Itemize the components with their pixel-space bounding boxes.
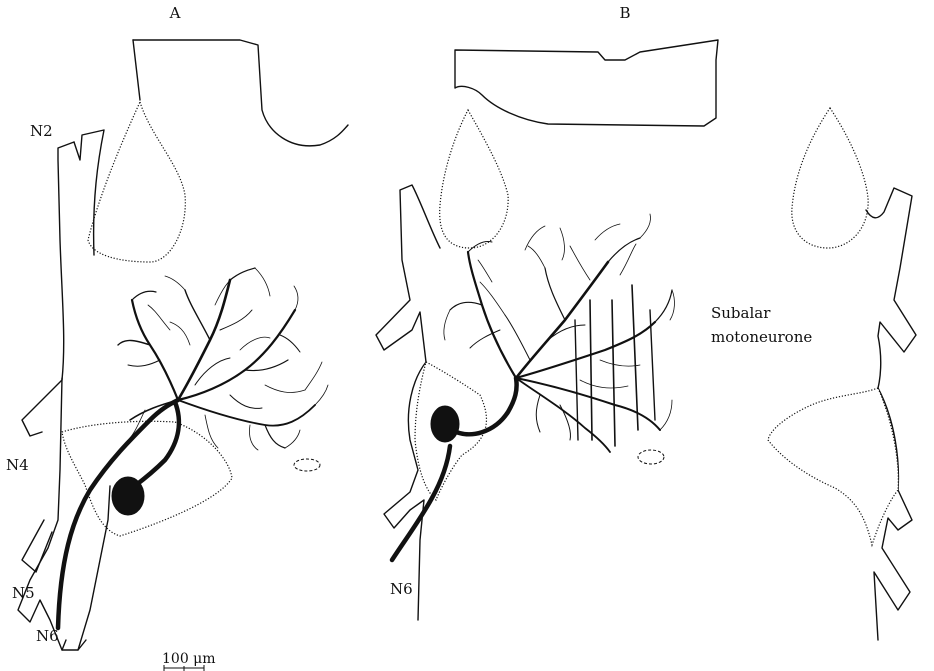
panel-b-right-side-outline <box>866 188 916 388</box>
panel-b-label: B <box>619 4 630 22</box>
panel-b: B <box>376 4 916 640</box>
panel-a-connective-left-edge <box>133 40 140 100</box>
panel-a-n5-label: N5 <box>12 584 35 602</box>
panel-a-soma <box>112 477 144 515</box>
panel-a-n6-nerve-end <box>62 640 86 650</box>
subalar-label-line2: motoneurone <box>711 328 812 346</box>
panel-b-soma <box>431 406 459 442</box>
panel-a: A <box>6 4 348 671</box>
panel-a-n6-label: N6 <box>36 627 59 645</box>
panel-a-n5-nerve <box>22 520 52 572</box>
panel-b-left-side-outline <box>376 185 440 362</box>
panel-b-dashed-oval <box>638 450 664 464</box>
panel-b-connective-outline <box>455 40 718 126</box>
panel-a-upper-neuropile <box>88 102 185 262</box>
panel-b-n6-label: N6 <box>390 580 413 598</box>
panel-a-connective-outline <box>133 40 348 146</box>
panel-a-n4-label: N4 <box>6 456 29 474</box>
subalar-label-line1: Subalar <box>711 304 771 322</box>
panel-a-dashed-oval <box>294 459 320 471</box>
panel-a-label: A <box>169 4 181 22</box>
panel-a-n2-label: N2 <box>30 122 53 140</box>
panel-b-lower-right-neuropile <box>768 388 898 545</box>
panel-a-n2-nerve <box>22 142 74 436</box>
panel-b-upper-left-neuropile <box>440 110 508 248</box>
panel-b-upper-right-neuropile <box>792 108 868 248</box>
scale-bar-label: 100 μm <box>162 651 216 667</box>
